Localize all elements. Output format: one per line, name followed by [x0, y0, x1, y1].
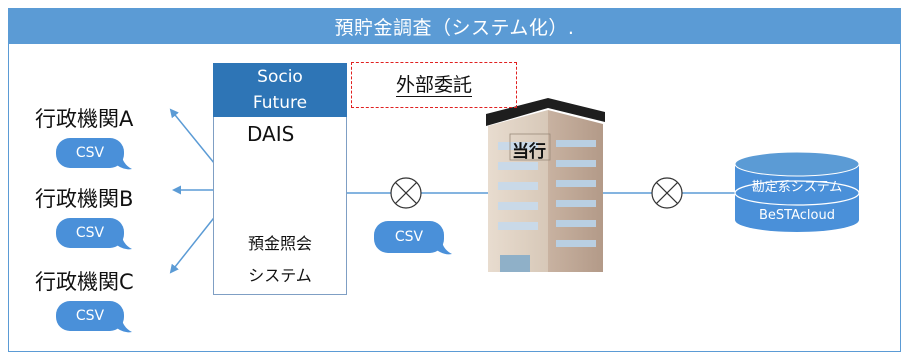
csv-badge: CSV [394, 229, 424, 245]
dais-system-line1: 預金照会 [247, 234, 312, 253]
vendor-header: Socio Future [213, 63, 347, 117]
vendor-name-line2: Future [252, 93, 308, 113]
csv-bubble-shape [56, 138, 132, 170]
outsource-label: 外部委託 [395, 73, 472, 97]
agency-c-label: 行政機関C [35, 270, 134, 294]
dais-product-label: DAIS [247, 122, 295, 146]
bank-label: 当行 [512, 142, 546, 162]
csv-bubble-shape [56, 218, 132, 250]
diagram-title: 預貯金調査（システム化）. [334, 16, 575, 39]
core-system-line1: 勘定系システム [751, 180, 843, 195]
csv-bubble-shape [56, 301, 132, 333]
database-icon [734, 151, 860, 232]
agency-b-label: 行政機関B [35, 187, 134, 211]
building-icon [486, 98, 605, 272]
csv-bubble-shape [374, 221, 452, 255]
dais-system-line2: システム [248, 266, 312, 285]
crossed-circle-icon [390, 177, 422, 209]
agency-a-label: 行政機関A [35, 107, 134, 131]
csv-badge: CSV [75, 225, 105, 241]
crossed-circle-icon [651, 177, 683, 209]
diagram-title-bar: 預貯金調査（システム化）. [8, 8, 901, 44]
csv-badge: CSV [75, 308, 105, 324]
core-system-line2: BeSTAcloud [759, 208, 835, 223]
vendor-name-line1: Socio [257, 67, 303, 87]
csv-badge: CSV [75, 145, 105, 161]
outsource-box: 外部委託 [351, 62, 517, 108]
